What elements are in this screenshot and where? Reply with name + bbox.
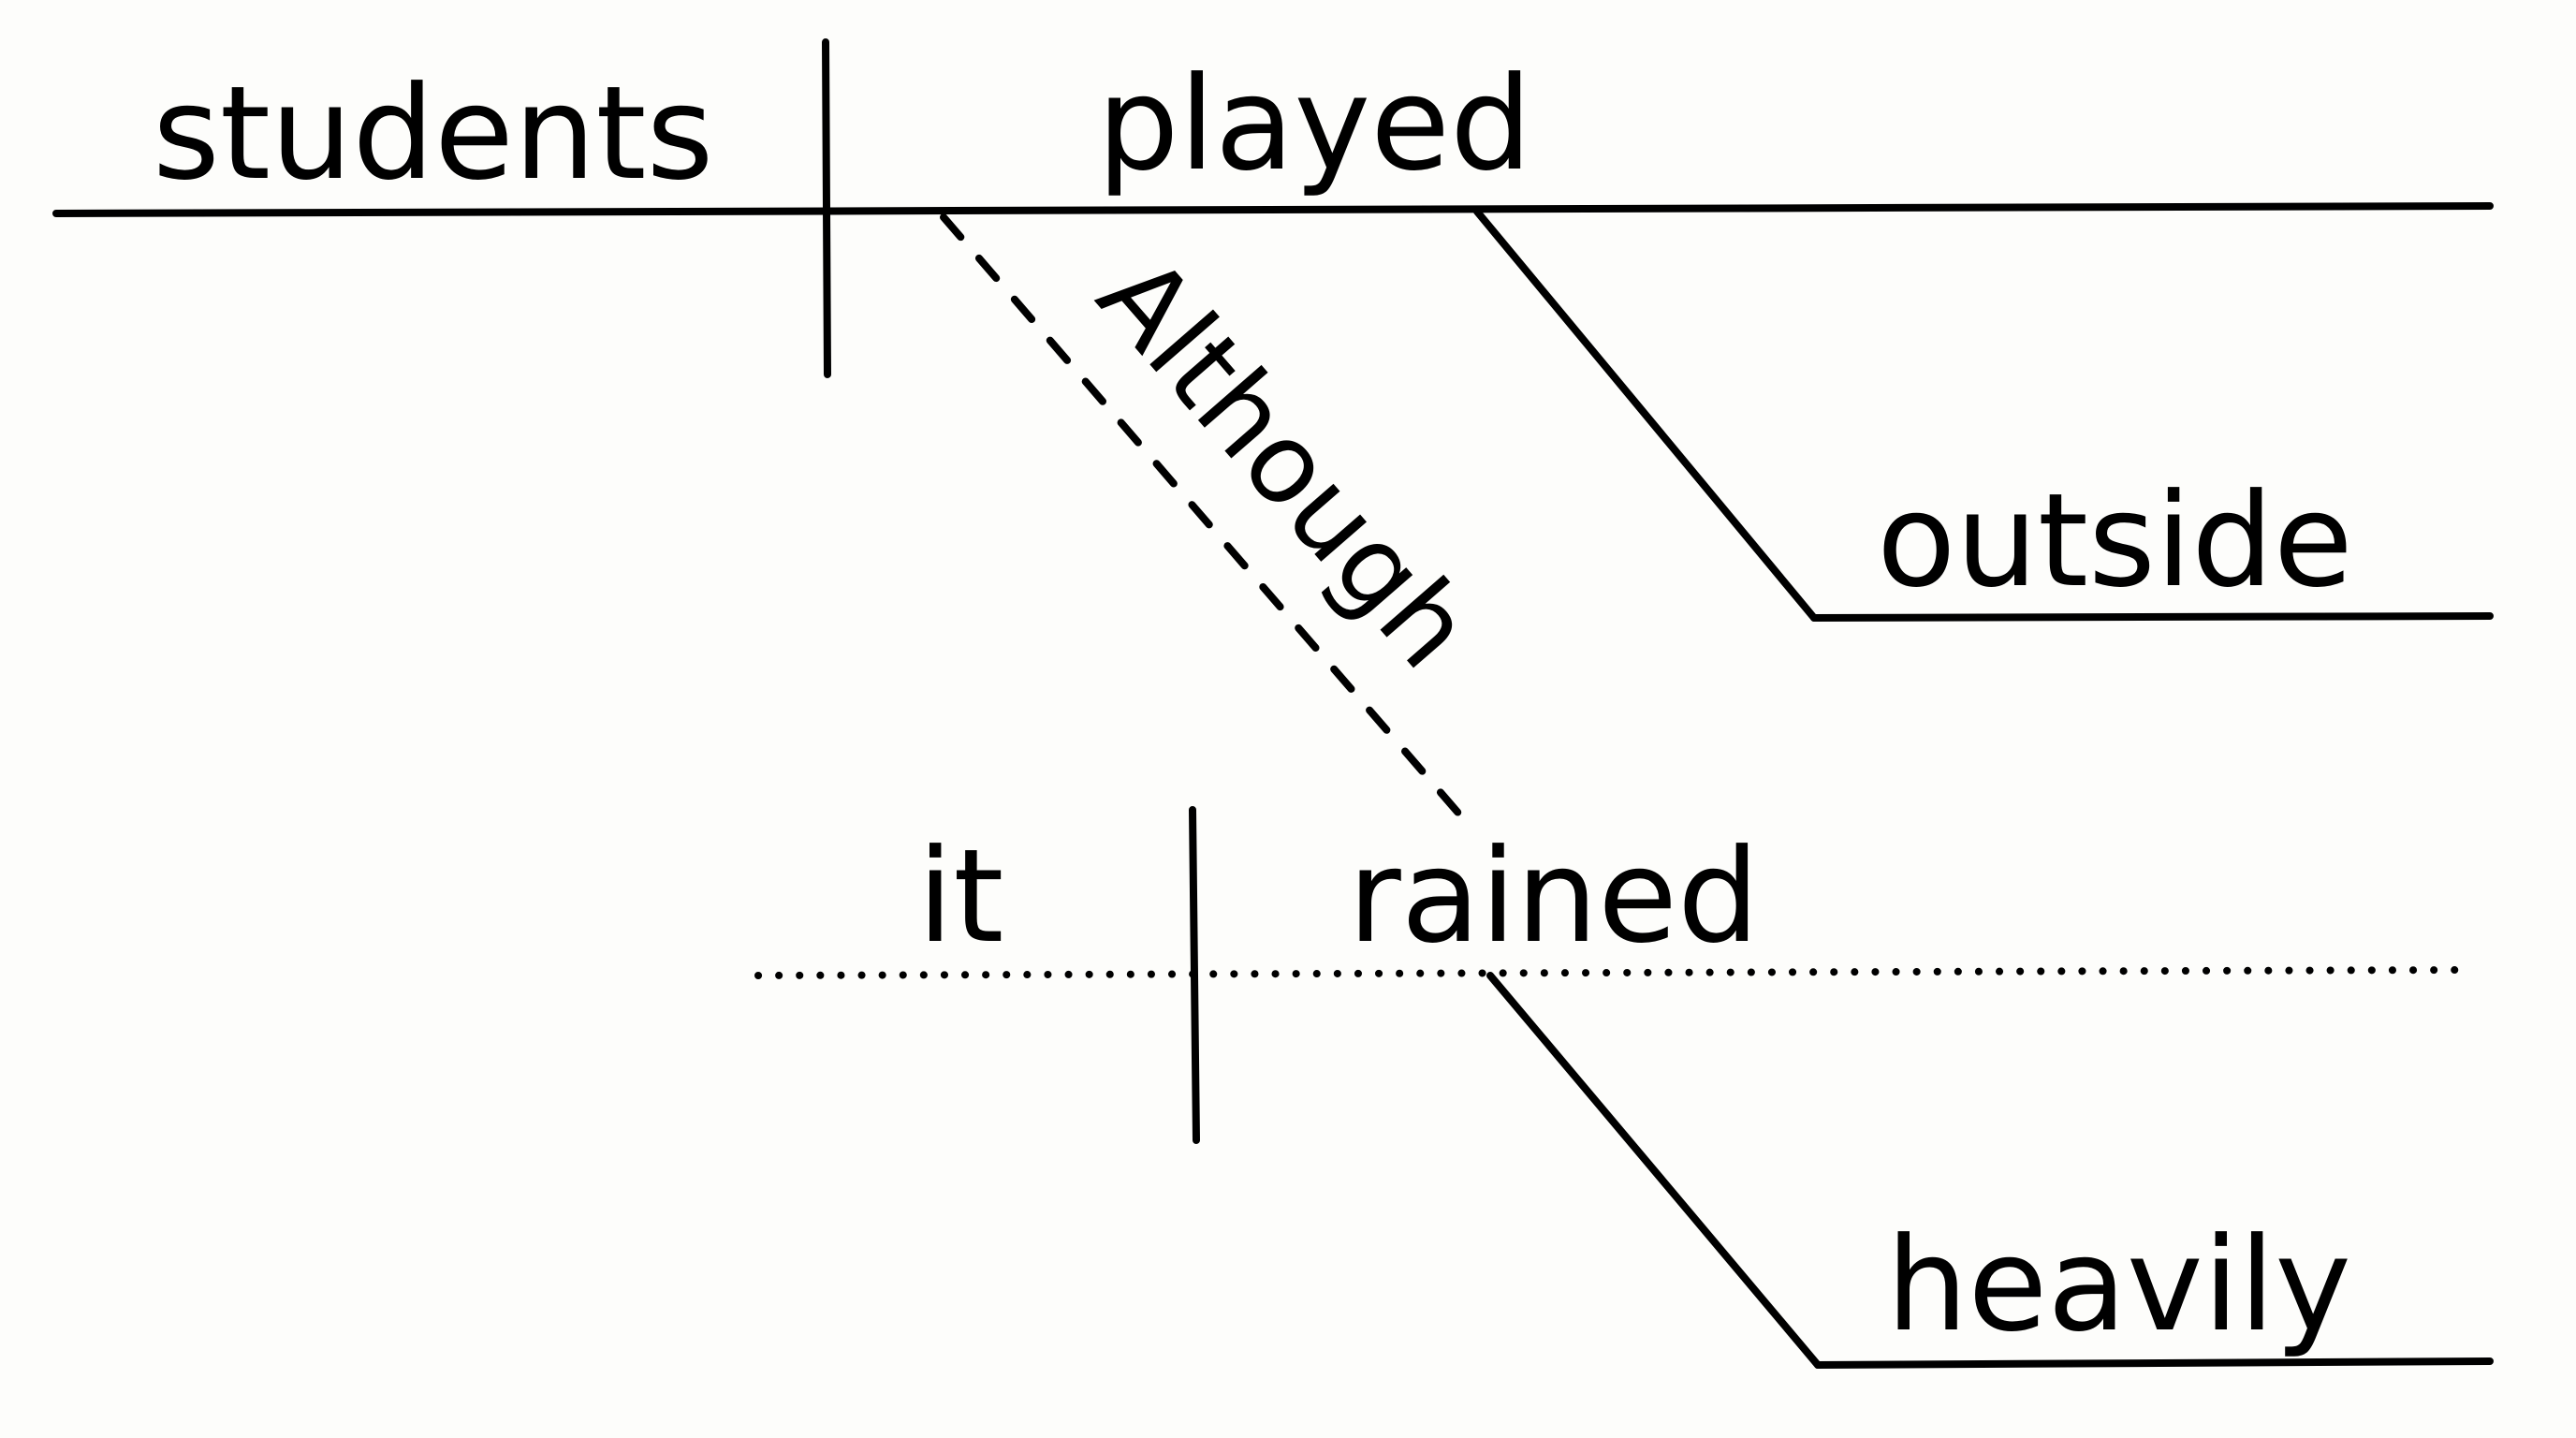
main-modifier-line	[1810, 612, 2494, 622]
subordinate-modifier-line	[1814, 1357, 2494, 1369]
conjunction-connector	[940, 213, 1471, 828]
main-baseline	[52, 202, 2494, 217]
conjunction-word: Although	[1074, 232, 1498, 692]
subordinate-modifier-slant	[1486, 972, 1822, 1369]
subordinate-subject-word: it	[917, 821, 1003, 972]
subordinate-modifier-word: heavily	[1886, 1210, 2351, 1360]
main-subject-word: students	[153, 58, 713, 209]
main-verb-word: played	[1097, 49, 1532, 199]
subordinate-baseline	[754, 966, 2475, 979]
subordinate-verb-word: rained	[1348, 821, 1760, 972]
main-modifier-slant	[1473, 208, 1818, 622]
main-subject-verb-divider	[822, 38, 831, 378]
subordinate-subject-verb-divider	[1189, 806, 1200, 1144]
main-modifier-word: outside	[1877, 465, 2353, 616]
